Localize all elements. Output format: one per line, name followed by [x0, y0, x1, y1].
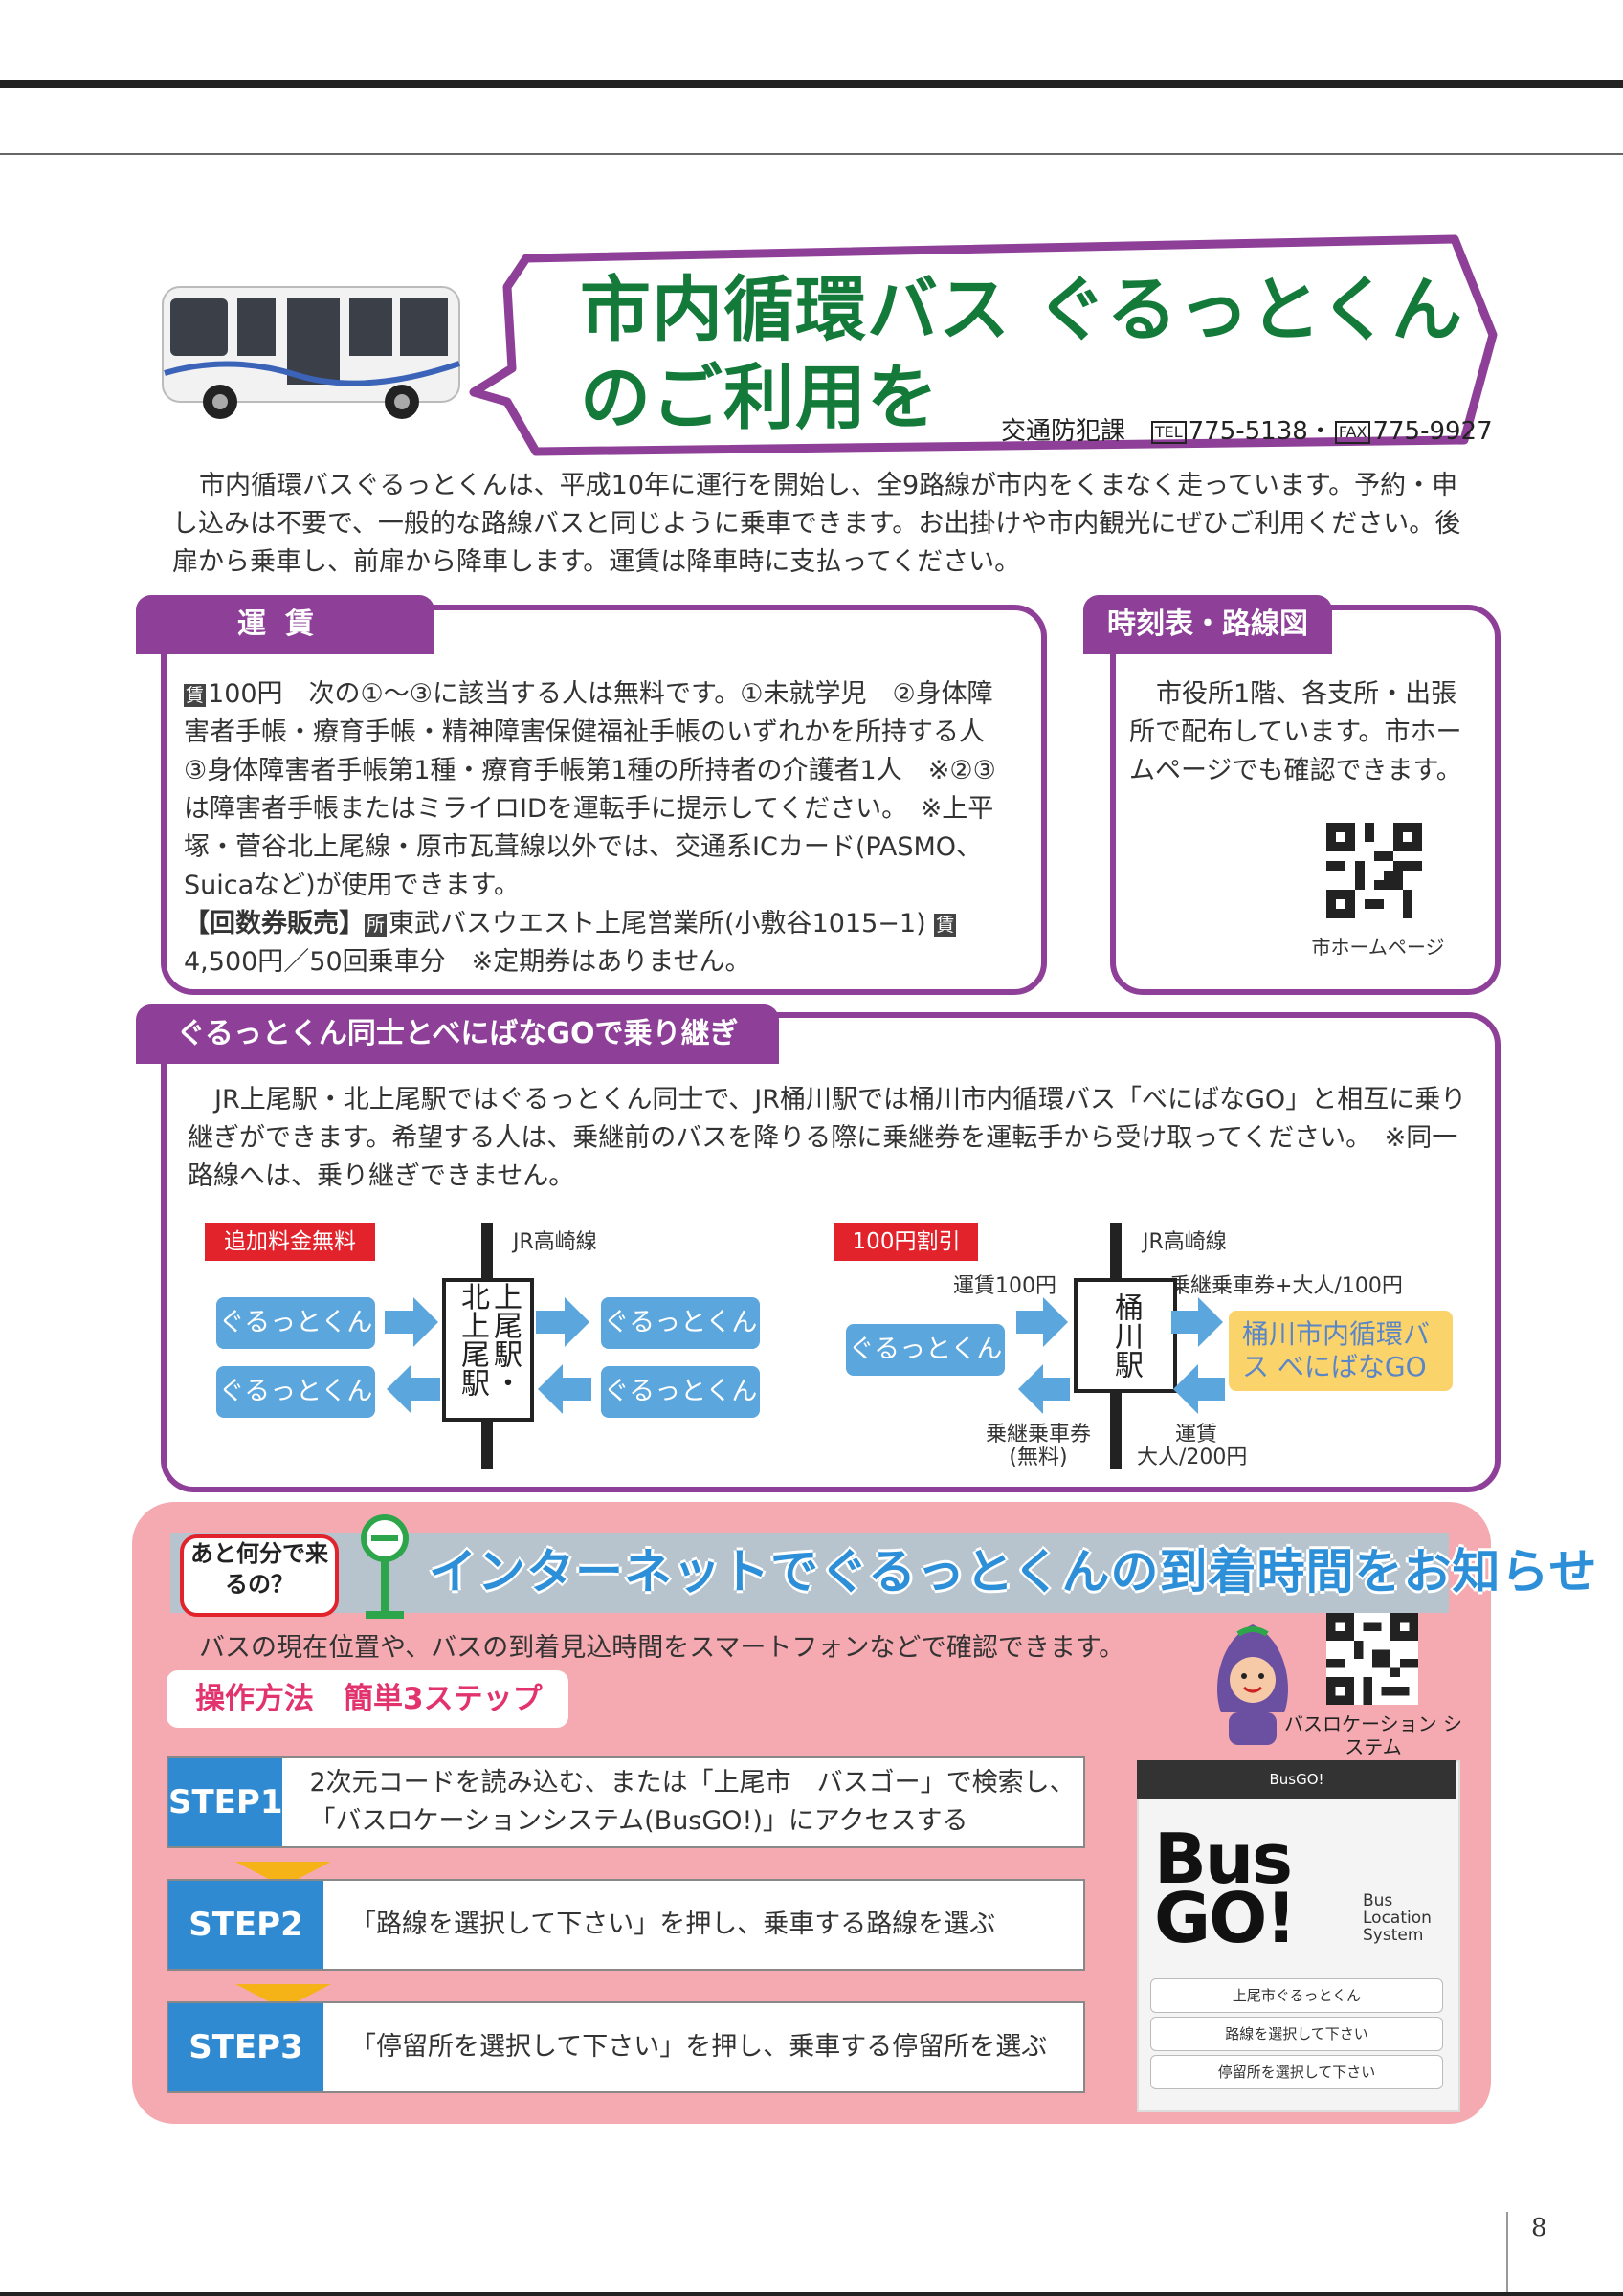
fare-back-line: 運賃	[1175, 1423, 1218, 1446]
fare-back-label: 運賃 大人/200円	[1137, 1424, 1247, 1469]
header-rule-thick	[0, 80, 1623, 88]
intro-paragraph: 市内循環バスぐるっとくんは、平成10年に運行を開始し、全9路線が市内をくまなく走…	[172, 471, 1461, 577]
fare-icon-2: 賃	[934, 913, 957, 937]
footer-rule	[0, 2292, 1623, 2296]
bus-pill-right: ぐるっとくん	[846, 1324, 1005, 1376]
step-1-text: 2次元コードを読み込む、または「上尾市 バスゴー」で検索し、「バスロケーションシ…	[309, 1768, 1076, 1836]
contact-separator: ・	[1307, 417, 1333, 446]
step-2-label: STEP2	[168, 1881, 323, 1969]
city-homepage-qr-code[interactable]	[1326, 823, 1422, 918]
step-3: STEP3 「停留所を選択して下さい」を押し、乗車する停留所を選ぶ	[167, 2001, 1085, 2093]
banner-title: インターネットでぐるっとくんの到着時間をお知らせ	[429, 1544, 1598, 1600]
arrow-icons-right-a	[1016, 1297, 1070, 1414]
title-line-1: 市内循環バス ぐるっとくん	[580, 269, 1464, 351]
station-okegawa: 桶川駅	[1074, 1278, 1177, 1393]
step-3-label: STEP3	[168, 2003, 323, 2091]
bus-location-qr-label: バスロケーション システム	[1284, 1712, 1462, 1758]
ticket-free-sub: (無料)	[1009, 1446, 1068, 1469]
timetable-text: 市役所1階、各支所・出張所で配布しています。市ホームページでも確認できます。	[1129, 679, 1462, 785]
fare-box	[161, 605, 1047, 995]
steps-heading: 操作方法 簡単3ステップ	[167, 1670, 568, 1728]
busgo-logo: Bus GO!	[1154, 1819, 1297, 1958]
transfer-tab: ぐるっとくん同士とべにばなGOで乗り継ぎ	[136, 1004, 779, 1064]
bus-pill-left-3: ぐるっとくん	[601, 1297, 760, 1349]
fax-icon: FAX	[1334, 420, 1371, 444]
header-rule-thin	[0, 153, 1623, 155]
step-2: STEP2 「路線を選択して下さい」を押し、乗車する路線を選ぶ	[167, 1879, 1085, 1971]
phone-row-select-route[interactable]: 路線を選択して下さい	[1150, 2017, 1443, 2051]
timetable-box	[1110, 605, 1501, 995]
step-1: STEP1 2次元コードを読み込む、または「上尾市 バスゴー」で検索し、「バスロ…	[167, 1756, 1085, 1848]
tel-icon: TEL	[1150, 420, 1187, 444]
city-homepage-qr-label: 市ホームページ	[1311, 936, 1445, 959]
question-bubble: あと何分で来るの？	[180, 1534, 339, 1617]
title-speech-bubble	[469, 234, 1498, 456]
coupon-price: 4,500円／50回乗車分 ※定期券はありません。	[184, 947, 751, 977]
page-number: 8	[1531, 2214, 1547, 2242]
place-icon: 所	[365, 913, 388, 937]
title-line-2: のご利用を	[580, 357, 939, 439]
benibana-go-box: 桶川市内循環バス べにばなGO	[1229, 1311, 1453, 1391]
fare-icon: 賃	[184, 683, 207, 707]
arrow-icons-right-b	[1171, 1297, 1225, 1414]
bus-image	[162, 286, 460, 419]
ticket-out-label: 乗継乗車券+大人/100円	[1169, 1274, 1403, 1298]
ticket-free-line: 乗継乗車券	[985, 1423, 1091, 1446]
step-1-label: STEP1	[168, 1758, 283, 1846]
bus-pill-left-1: ぐるっとくん	[216, 1297, 375, 1349]
rail-name-left: JR高崎線	[513, 1230, 597, 1254]
transfer-box	[161, 1012, 1501, 1492]
bus-stop-icon	[361, 1514, 409, 1619]
arrow-icons-left-a	[385, 1297, 440, 1414]
phone-header: BusGO!	[1137, 1760, 1456, 1799]
fare-body: 100円 次の①〜③に該当する人は無料です。①未就学児 ②身体障害者手帳・療育手…	[184, 679, 1011, 900]
tel-number: 775-5138	[1188, 417, 1308, 446]
department: 交通防犯課	[1001, 417, 1126, 446]
transfer-text: JR上尾駅・北上尾駅ではぐるっとくん同士で、JR桶川駅では桶川市内循環バス「べに…	[188, 1085, 1467, 1191]
phone-row-route-name[interactable]: 上尾市ぐるっとくん	[1150, 1978, 1443, 2013]
coupon-label: 【回数券販売】	[184, 909, 365, 938]
location-intro: バスの現在位置や、バスの到着見込時間をスマートフォンなどで確認できます。	[199, 1633, 1125, 1663]
fare-in-label: 運賃100円	[953, 1274, 1056, 1298]
rail-name-right: JR高崎線	[1143, 1230, 1227, 1254]
bus-pill-left-4: ぐるっとくん	[601, 1366, 760, 1418]
mascot-icon	[1217, 1624, 1288, 1745]
step-2-text: 「路線を選択して下さい」を押し、乗車する路線を選ぶ	[350, 1910, 996, 1939]
busgo-phone-screenshot	[1137, 1760, 1460, 2112]
free-transfer-badge: 追加料金無料	[205, 1223, 375, 1261]
bus-location-qr-code[interactable]	[1326, 1613, 1418, 1705]
fare-back-sub: 大人/200円	[1137, 1446, 1248, 1469]
coupon-place: 東武バスウエスト上尾営業所(小敷谷1015−1)	[389, 909, 926, 938]
phone-row-select-stop[interactable]: 停留所を選択して下さい	[1150, 2055, 1443, 2089]
discount-badge: 100円割引	[834, 1223, 978, 1261]
timetable-tab: 時刻表・路線図	[1083, 595, 1332, 654]
page-number-rule	[1506, 2212, 1508, 2296]
busgo-logo-subtitle: Bus Location System	[1363, 1891, 1432, 1945]
fare-tab: 運賃	[136, 595, 434, 654]
fax-number: 775-9927	[1372, 417, 1493, 446]
page-title: 市内循環バス ぐるっとくん のご利用を	[580, 266, 1463, 442]
bus-pill-left-2: ぐるっとくん	[216, 1366, 375, 1418]
ticket-free-label: 乗継乗車券 (無料)	[976, 1424, 1101, 1469]
station-ageo: 上尾駅・北上尾駅	[442, 1278, 534, 1422]
step-3-text: 「停留所を選択して下さい」を押し、乗車する停留所を選ぶ	[350, 2032, 1048, 2062]
arrow-icons-left-b	[536, 1297, 591, 1414]
